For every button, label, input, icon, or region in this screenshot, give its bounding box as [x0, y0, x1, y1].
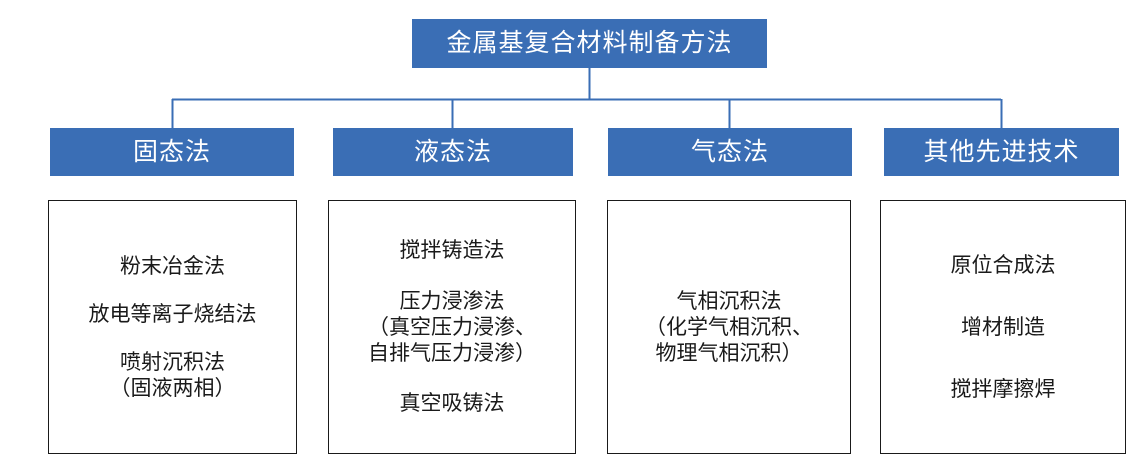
- branch-header-other-advanced: 其他先进技术: [884, 128, 1119, 176]
- branch-header-label: 气态法: [690, 138, 769, 166]
- branch-entry: 粉末冶金法: [120, 253, 225, 278]
- branch-entry: 压力浸渗法 （真空压力浸渗、 自排气压力浸渗）: [368, 288, 536, 366]
- branch-body-solid-state: 粉末冶金法 放电等离子烧结法 喷射沉积法 （固液两相）: [48, 200, 297, 454]
- branch-body-liquid-state: 搅拌铸造法 压力浸渗法 （真空压力浸渗、 自排气压力浸渗） 真空吸铸法: [328, 200, 576, 454]
- branch-entry: 气相沉积法 （化学气相沉积、 物理气相沉积）: [645, 288, 813, 366]
- branch-entry: 搅拌铸造法: [399, 238, 505, 263]
- branch-entry: 增材制造: [961, 314, 1045, 339]
- branch-entry: 搅拌摩擦焊: [950, 377, 1056, 402]
- branch-body-other-advanced: 原位合成法 增材制造 搅拌摩擦焊: [880, 200, 1126, 454]
- branch-header-label: 固态法: [132, 138, 211, 166]
- branch-header-liquid-state: 液态法: [333, 128, 573, 176]
- root-node: 金属基复合材料制备方法: [412, 19, 767, 68]
- branch-entry: 喷射沉积法 （固液两相）: [109, 350, 236, 401]
- root-node-label: 金属基复合材料制备方法: [446, 30, 733, 57]
- branch-header-label: 其他先进技术: [923, 138, 1080, 166]
- branch-entry: 放电等离子烧结法: [88, 301, 257, 326]
- branch-header-label: 液态法: [413, 138, 492, 166]
- branch-entry: 原位合成法: [950, 252, 1056, 277]
- branch-body-gaseous-state: 气相沉积法 （化学气相沉积、 物理气相沉积）: [607, 200, 851, 454]
- branch-header-gaseous-state: 气态法: [608, 128, 852, 176]
- branch-header-solid-state: 固态法: [50, 128, 294, 176]
- branch-entry: 真空吸铸法: [399, 391, 505, 416]
